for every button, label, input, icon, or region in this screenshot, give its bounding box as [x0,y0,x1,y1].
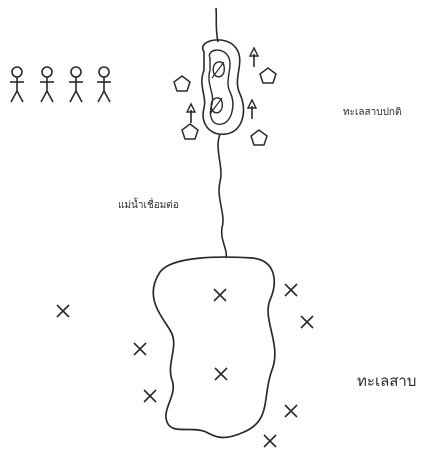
top-lake-inner-contour [209,50,233,124]
x-mark-icon [134,343,146,355]
inflow-stream [216,8,218,42]
stick-figure-icon [10,67,24,102]
x-mark-icon [214,289,226,301]
arrow-up-icon [248,100,256,119]
stick-figure-icon [69,67,83,102]
x-mark-icon [301,316,313,328]
pentagon-icon [260,68,276,83]
x-mark-icon [285,405,297,417]
arrow-up-icon [250,48,258,67]
x-mark-icon [285,284,297,296]
stick-figure-icon [97,67,111,102]
x-mark-icon [144,390,156,402]
river-label: แม่น้ำเชื่อมต่อ [118,197,179,211]
stick-figure-icon [40,67,54,102]
x-mark-icon [215,368,227,380]
top-lake-label: ทะเลสาบปกติ [343,107,401,118]
pentagon-icon [251,130,267,145]
x-mark-icon [264,435,276,447]
connecting-river [218,134,226,258]
bottom-lake-label: ทะเลสาบ [357,372,416,390]
pentagon-icon [174,76,190,91]
top-lake-outer-contour [202,40,244,134]
bottom-lake-outline [153,257,275,437]
x-mark-icon [57,305,69,317]
arrow-up-icon [187,104,195,123]
pentagon-icon [182,124,198,139]
leaf-icon [212,62,224,78]
people-group [10,67,111,102]
